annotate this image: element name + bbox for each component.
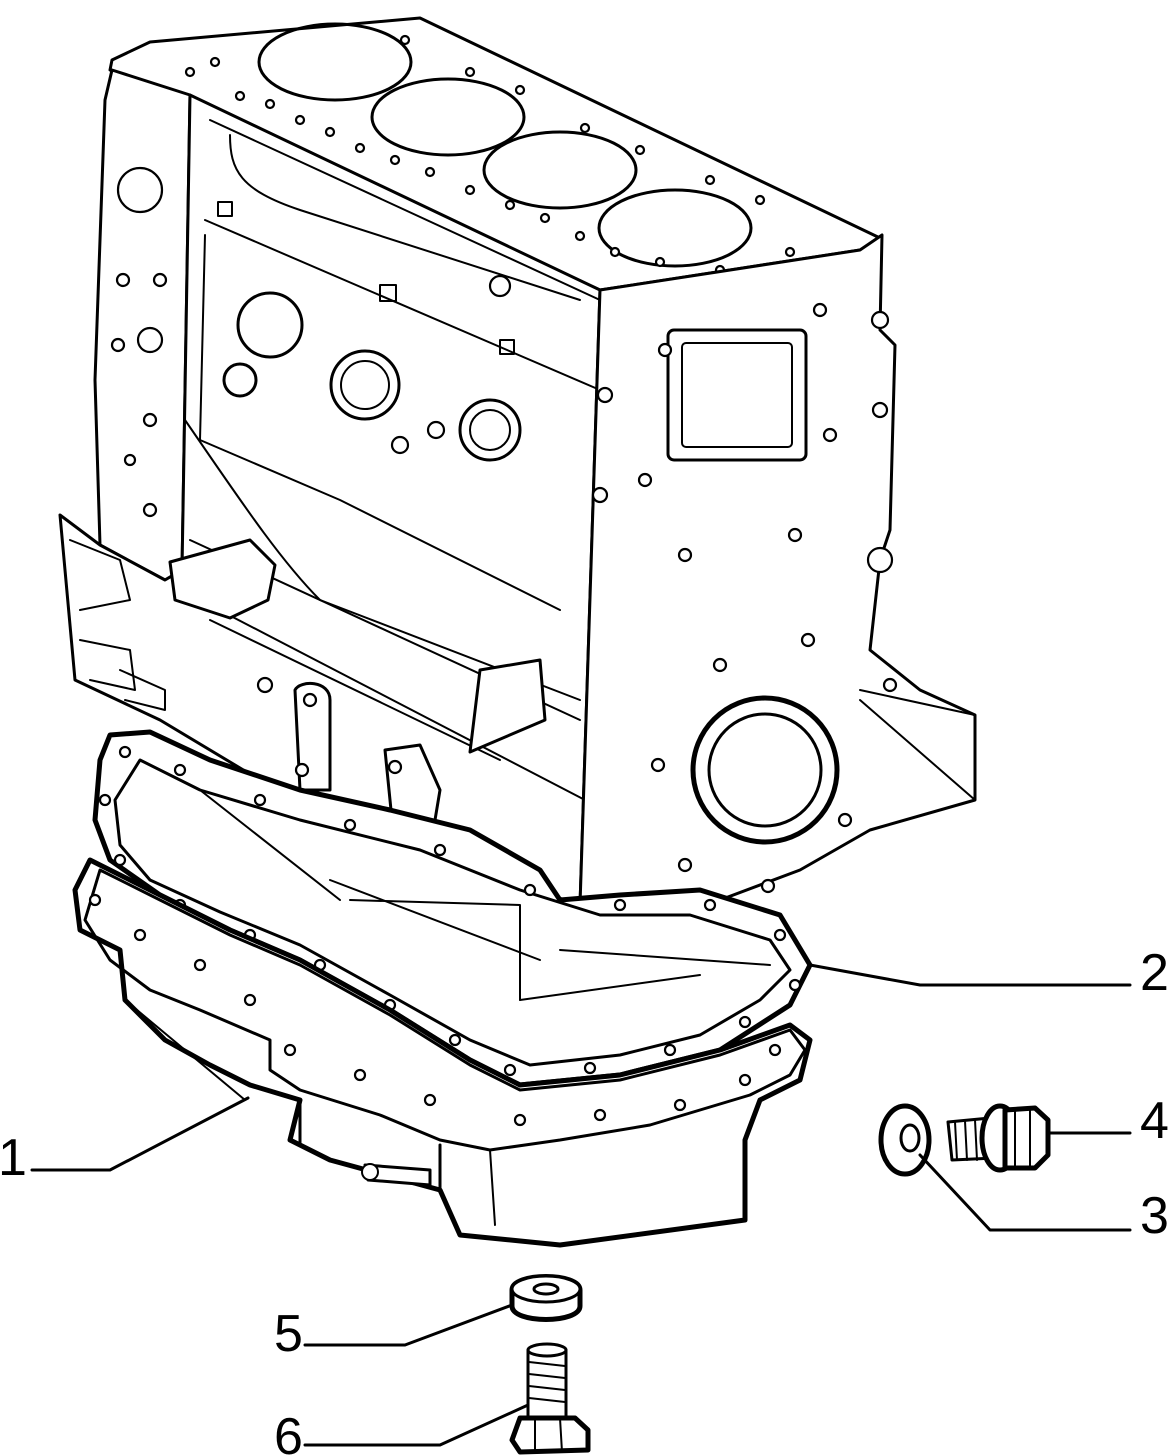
front-cover-window [666, 328, 808, 462]
callout-5: 5 [274, 1305, 303, 1363]
crank-seal-bore [690, 695, 840, 845]
bolt-washer[interactable] [509, 1274, 583, 1322]
callout-4: 4 [1140, 1092, 1169, 1150]
cylinder-bore-4 [597, 188, 753, 268]
callout-6: 6 [274, 1408, 303, 1456]
callout-1: 1 [0, 1129, 27, 1187]
cylinder-bore-3 [482, 130, 638, 210]
deck-bolt-holes [184, 34, 796, 276]
engine-block[interactable] [58, 16, 977, 917]
oil-pan[interactable] [72, 857, 813, 1248]
drain-plug[interactable] [946, 1103, 1051, 1173]
callout-leaders [30, 963, 1132, 1447]
callout-2: 2 [1140, 944, 1169, 1002]
cylinder-bore-1 [257, 22, 413, 102]
drain-plug-washer[interactable] [878, 1103, 932, 1177]
pan-flange-holes [88, 893, 782, 1127]
pan-bolt[interactable] [509, 1342, 591, 1455]
callout-3: 3 [1140, 1187, 1169, 1245]
oil-pan-gasket[interactable] [92, 729, 813, 1088]
front-face-holes [591, 302, 898, 894]
cylinder-bore-2 [370, 77, 526, 157]
